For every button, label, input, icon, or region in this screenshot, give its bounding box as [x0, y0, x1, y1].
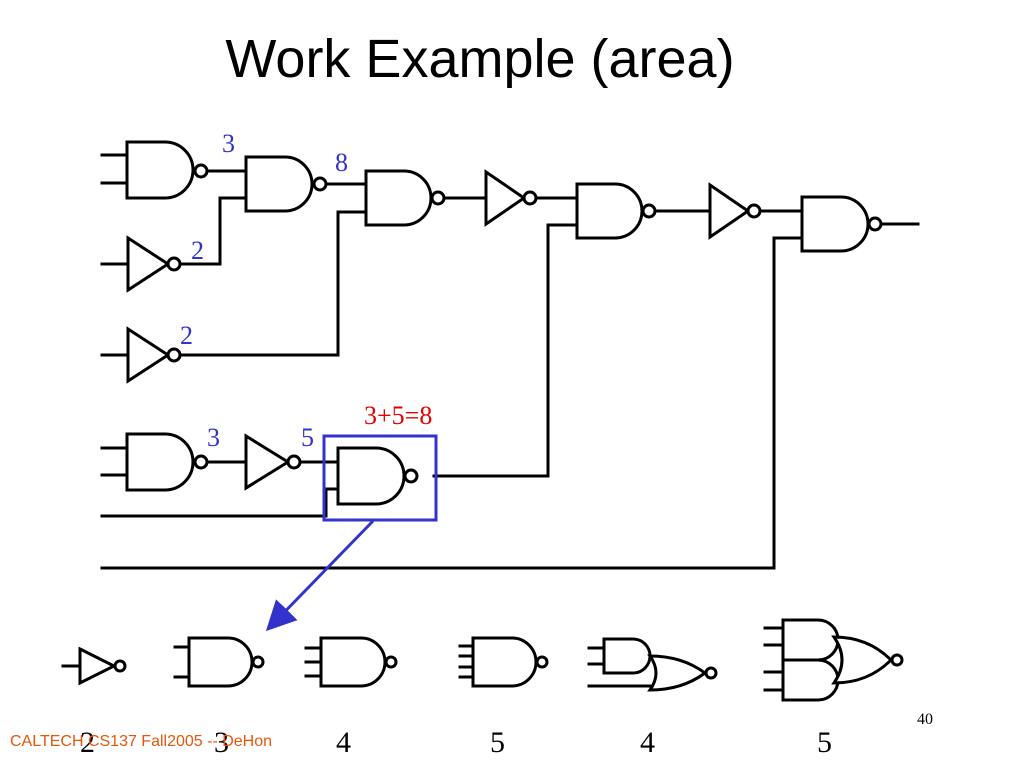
- library-inverter: [61, 646, 127, 686]
- inverter-gate-4: [708, 182, 762, 240]
- circuit-wires: [100, 153, 920, 570]
- label-inverter-lower: 5: [301, 423, 314, 452]
- nand-gate-3: [364, 169, 446, 227]
- library-aoi22: [763, 618, 904, 702]
- library-aoi21: [587, 637, 718, 692]
- inverter-gate-2: [126, 326, 182, 384]
- nand-gate-lower-left: [125, 432, 209, 492]
- cost-nand4: 5: [490, 726, 505, 759]
- library-nand4: [458, 636, 549, 688]
- inverter-gate-3: [484, 169, 538, 227]
- cost-aoi21: 4: [640, 726, 655, 759]
- library-nand3: [304, 636, 398, 688]
- label-nand-top-left: 3: [222, 129, 235, 158]
- slide-title: Work Example (area): [225, 29, 735, 89]
- cost-aoi22: 5: [817, 726, 832, 759]
- footer-text: CALTECH CS137 Fall2005 -- DeHon: [10, 733, 273, 750]
- label-inverter-middle: 2: [180, 321, 193, 350]
- library-nand2: [173, 636, 265, 688]
- label-nand-lower-left: 3: [207, 423, 220, 452]
- nand-gate-2: [244, 155, 328, 213]
- label-highlight-sum: 3+5=8: [364, 401, 432, 430]
- cost-inverter: 2: [80, 726, 95, 759]
- label-nand-second: 8: [335, 148, 348, 177]
- inverter-gate-1: [126, 235, 182, 293]
- cost-nand3: 4: [336, 726, 351, 759]
- highlight-arrow: [265, 519, 375, 632]
- page-number: 40: [917, 711, 933, 728]
- highlight-box: [322, 434, 438, 522]
- nand-gate-highlighted: [336, 446, 419, 506]
- inverter-gate-lower: [244, 433, 302, 491]
- label-inverter-top: 2: [191, 236, 204, 265]
- nand-gate-5: [800, 195, 883, 253]
- nand-gate-4: [575, 182, 657, 240]
- nand-gate-1: [125, 140, 209, 200]
- cost-nand2: 3: [214, 726, 229, 759]
